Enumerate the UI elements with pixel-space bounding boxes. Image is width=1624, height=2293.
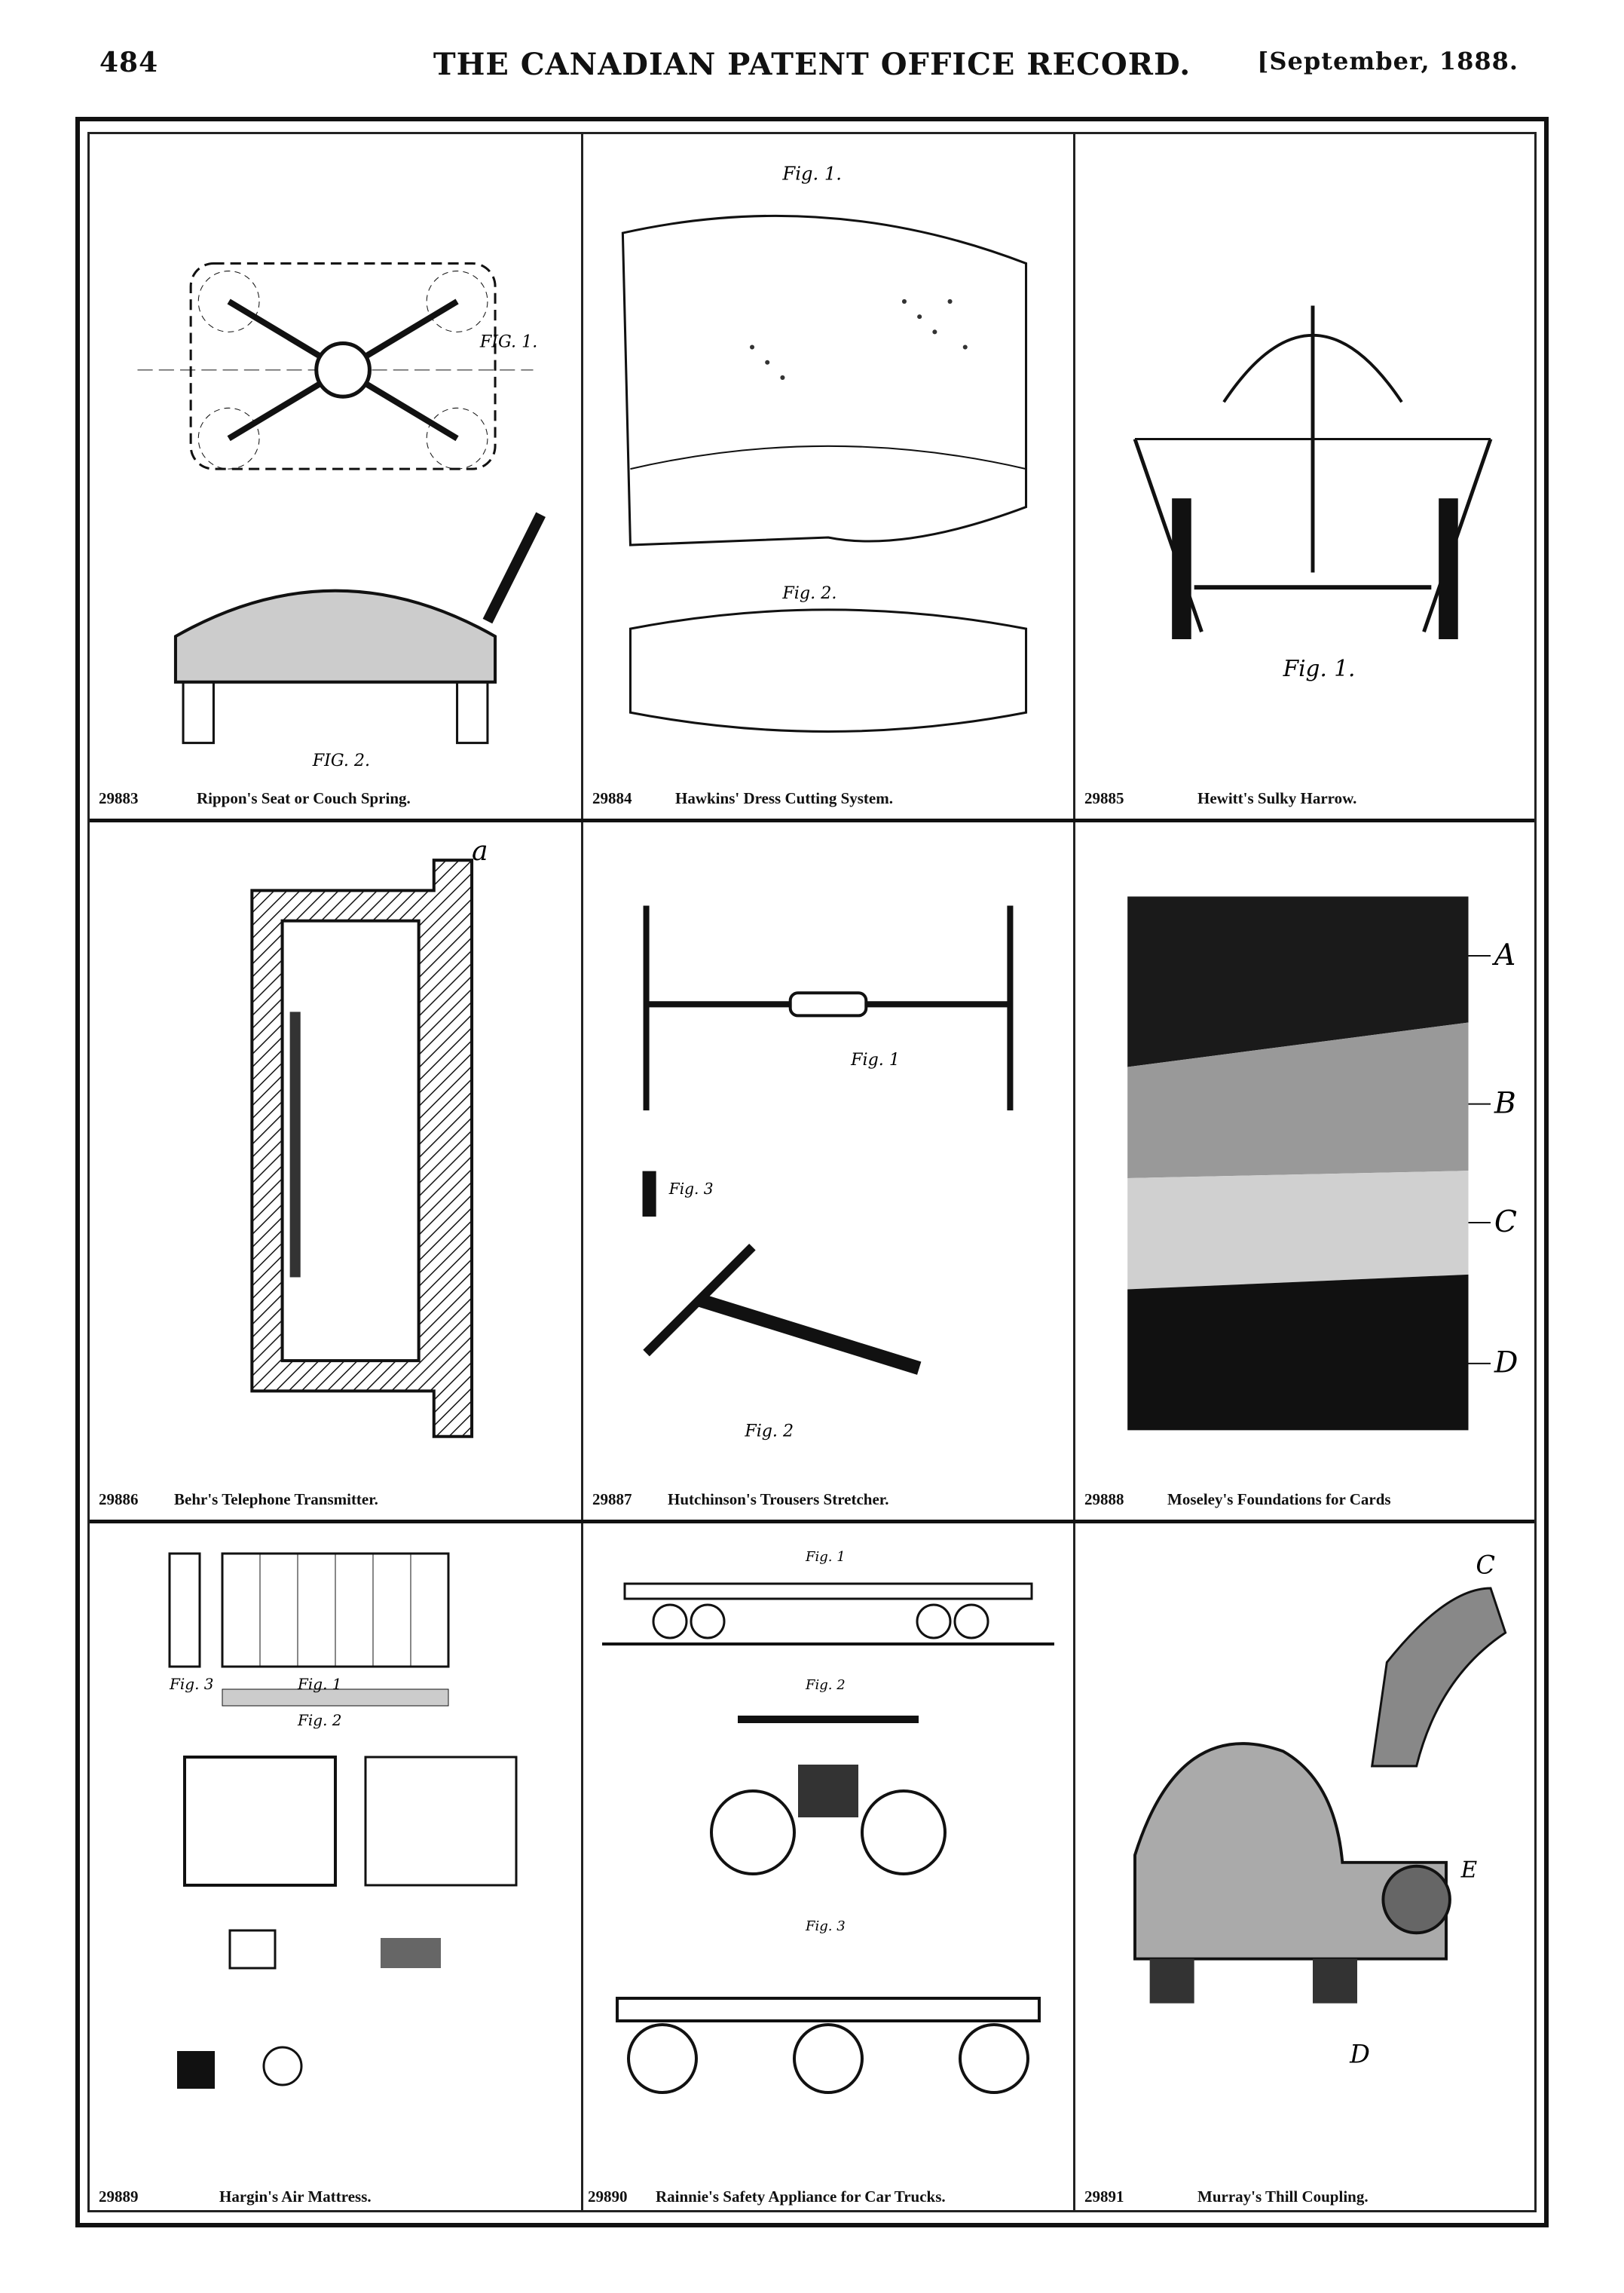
patent-illustration-grid: FIG. 1. FIG. 2. 29883 Rippon's Seat or Co… [75,117,1549,2227]
fig-label: Fig. 1 [297,1675,342,1693]
patent-caption: 29883 Rippon's Seat or Couch Spring. [99,789,573,808]
layer-label-a: A [1492,938,1515,972]
row-divider [90,1520,1534,1523]
patent-title: Hewitt's Sulky Harrow. [1197,789,1357,807]
patent-number: 29889 [99,2187,139,2206]
patent-cell-29884: Fig. 1. Fig. 2. 29884 Hawkins' Dress Cutt… [583,134,1073,819]
air-mattress-drawing: Fig. 3 Fig. 1 Fig. 2 [105,1538,566,2172]
layer-label-d: D [1494,1345,1518,1380]
layer-label-b: B [1494,1085,1516,1120]
patent-number: 29890 [588,2187,628,2206]
column-divider [1073,134,1075,2210]
fig-label: D [1349,2039,1370,2068]
patent-number: 29886 [99,1490,139,1508]
fig-label: FIG. 1. [479,332,537,352]
patent-cell-29891: C E D 29891 Murray's Thill Coupling. [1075,1523,1550,2217]
fig-label: E [1460,1857,1478,1883]
car-truck-drawing: Fig. 1 Fig. 2 Fig. 3 [598,1538,1058,2172]
patent-cell-29888: A B C D 29888 Moseley's Foundations for C… [1075,822,1550,1520]
patent-caption: 29889 Hargin's Air Mattress. [99,2187,573,2206]
patent-caption: 29886 Behr's Telephone Transmitter. [99,1490,573,1509]
fig-label: Fig. 1 [850,1050,900,1070]
patent-number: 29885 [1084,789,1124,807]
patent-number: 29888 [1084,1490,1124,1508]
patent-title: Behr's Telephone Transmitter. [174,1490,378,1508]
fig-label: a [472,837,488,867]
patent-caption: 29888 Moseley's Foundations for Cards [1084,1490,1543,1509]
patent-title: Rippon's Seat or Couch Spring. [197,789,411,807]
fig-label: Fig. 3 [805,1918,846,1934]
layer-label-c: C [1494,1205,1517,1239]
card-foundation-layers-drawing: A B C D [1090,837,1535,1474]
sulky-harrow-drawing: Fig. 1. [1090,149,1535,773]
patent-number: 29883 [99,789,139,807]
fig-label: Fig. 2 [805,1677,846,1693]
patent-cell-29886: a 29886 Behr's Telephone Transmitter. [90,822,581,1520]
fig-label: FIG. 2. [312,751,370,770]
row-divider [90,819,1534,822]
fig-label: Fig. 3 [668,1180,714,1198]
patent-number: 29887 [592,1490,632,1508]
fig-label: Fig. 1. [781,163,842,184]
fig-label: C [1476,1550,1495,1579]
patent-caption: 29891 Murray's Thill Coupling. [1084,2187,1543,2206]
fig-label: Fig. 3 [169,1675,214,1693]
seat-spring-drawing: FIG. 1. FIG. 2. [105,149,566,773]
patent-cell-29890: Fig. 1 Fig. 2 Fig. 3 29890 Rainnie's Safe… [583,1523,1073,2217]
patent-cell-29883: FIG. 1. FIG. 2. 29883 Rippon's Seat or Co… [90,134,581,819]
patent-number: 29884 [592,789,632,807]
patent-title: Rainnie's Safety Appliance for Car Truck… [656,2187,946,2206]
issue-date: [September, 1888. [1257,47,1518,75]
fig-label: Fig. 1. [1283,656,1356,681]
fig-label: Fig. 2 [744,1422,794,1441]
patent-caption: 29887 Hutchinson's Trousers Stretcher. [592,1490,1066,1509]
trousers-stretcher-drawing: Fig. 1 Fig. 3 Fig. 2 [598,837,1058,1474]
fig-label: Fig. 2 [297,1711,342,1729]
patent-title: Hawkins' Dress Cutting System. [675,789,893,807]
dress-pattern-drawing: Fig. 1. Fig. 2. [598,149,1058,773]
fig-label: Fig. 1 [805,1549,846,1565]
patent-title: Hutchinson's Trousers Stretcher. [668,1490,889,1508]
patent-caption: 29885 Hewitt's Sulky Harrow. [1084,789,1543,808]
patent-cell-29887: Fig. 1 Fig. 3 Fig. 2 29887 Hutchinson's T… [583,822,1073,1520]
patent-title: Murray's Thill Coupling. [1197,2187,1369,2206]
page-title: THE CANADIAN PATENT OFFICE RECORD. [433,47,1191,82]
page-number: 484 [99,47,159,78]
patent-caption: 29884 Hawkins' Dress Cutting System. [592,789,1066,808]
telephone-transmitter-drawing: a [105,834,566,1474]
patent-cell-29885: Fig. 1. 29885 Hewitt's Sulky Harrow. [1075,134,1550,819]
patent-number: 29891 [1084,2187,1124,2206]
patent-cell-29889: Fig. 3 Fig. 1 Fig. 2 29889 Hargin's Air M… [90,1523,581,2217]
column-divider [581,134,583,2210]
patent-title: Moseley's Foundations for Cards [1167,1490,1391,1508]
thill-coupling-drawing: C E D [1090,1538,1535,2172]
patent-title: Hargin's Air Mattress. [219,2187,372,2206]
fig-label: Fig. 2. [781,583,836,603]
patent-caption: 29890 Rainnie's Safety Appliance for Car … [588,2187,1066,2206]
